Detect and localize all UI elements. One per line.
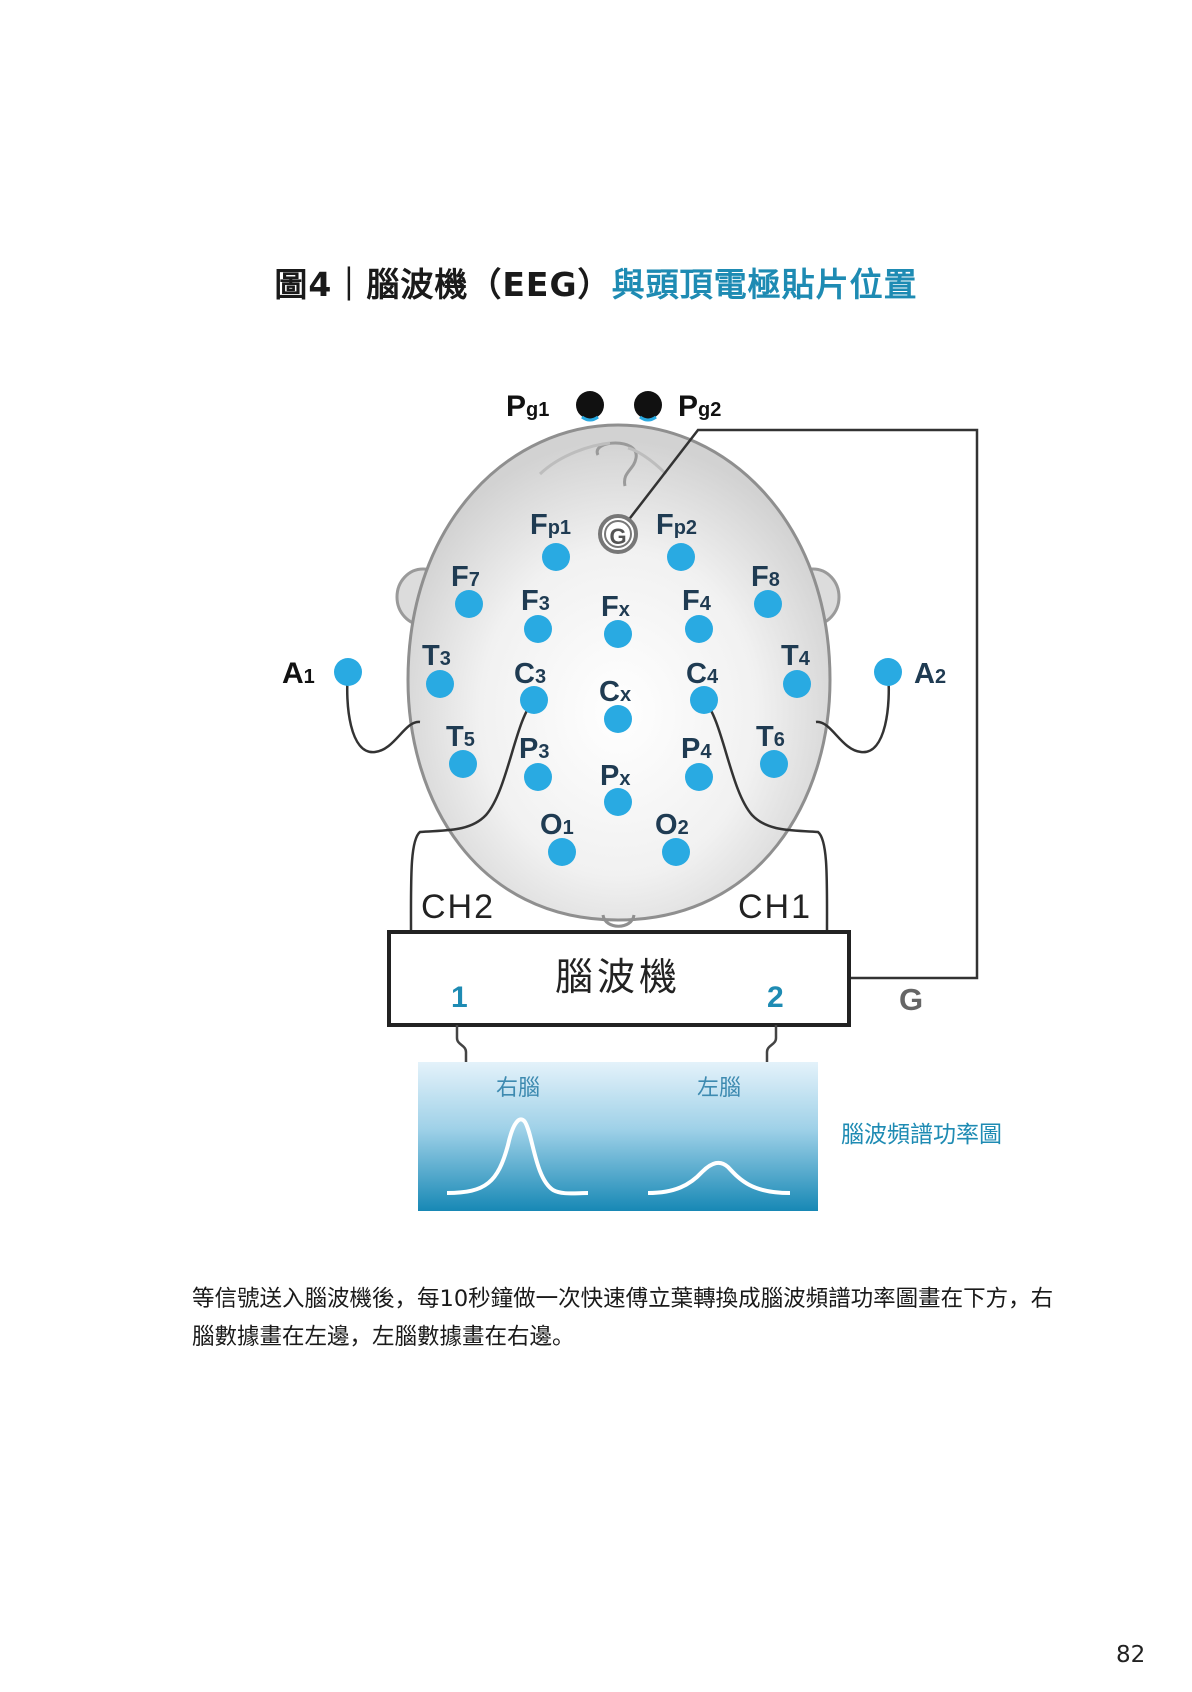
electrode-c4 (690, 686, 718, 714)
electrode-t3 (426, 670, 454, 698)
label-o1: O1 (540, 809, 574, 841)
ground-label: G (899, 982, 923, 1017)
label-ch2: CH2 (421, 888, 495, 926)
spectrum-curve-right-brain (446, 1117, 589, 1196)
electrode-c3 (520, 686, 548, 714)
electrode-pg1 (576, 391, 604, 419)
electrode-pg2 (634, 391, 662, 419)
spectrum-curve-left-brain (647, 1160, 791, 1195)
label-px: Px (600, 760, 630, 792)
a1-wire (345, 671, 421, 754)
spectrum-left-brain-label: 左腦 (697, 1075, 741, 1100)
label-t4: T4 (781, 640, 811, 672)
ground-wire (626, 428, 979, 980)
label-t3: T3 (422, 640, 451, 672)
electrode-p3 (524, 763, 552, 791)
label-pg1: Pg1 (506, 390, 549, 423)
label-a1: A1 (282, 657, 315, 690)
label-pg2: Pg2 (678, 390, 721, 423)
electrode-p4 (685, 763, 713, 791)
label-ch1: CH1 (738, 888, 812, 926)
figure-title: 圖4｜腦波機（EEG）與頭頂電極貼片位置 (0, 258, 1192, 306)
nose-indicator (595, 441, 638, 487)
electrode-t4 (783, 670, 811, 698)
figure-caption: 等信號送入腦波機後，每10秒鐘做一次快速傅立葉轉換成腦波頻譜功率圖畫在下方，右腦… (192, 1286, 1054, 1350)
electrode-fp1 (542, 543, 570, 571)
electrode-f4 (685, 615, 713, 643)
label-cx: Cx (599, 676, 631, 708)
label-f7: F7 (451, 561, 480, 593)
device-port-1: 1 (451, 981, 468, 1014)
spectrum-right-brain-label: 右腦 (496, 1075, 540, 1100)
label-fp1: Fp1 (530, 509, 571, 541)
figure-title-accent: 與頭頂電極貼片位置 (611, 265, 918, 304)
label-c4: C4 (686, 658, 719, 690)
eeg-device-label: 腦波機 (555, 957, 681, 999)
electrode-f8 (754, 590, 782, 618)
label-fp2: Fp2 (656, 509, 697, 541)
label-f3: F3 (521, 585, 550, 617)
head-outline (406, 423, 832, 922)
head-nub (601, 914, 636, 928)
device-port-2: 2 (767, 981, 784, 1014)
ch1-wire (703, 699, 829, 931)
label-fx: Fx (601, 591, 630, 623)
label-a2: A2 (914, 658, 946, 690)
electrode-cx (604, 705, 632, 733)
pg1-cap (581, 415, 599, 422)
label-t6: T6 (756, 721, 785, 753)
label-o2: O2 (655, 809, 689, 841)
label-f8: F8 (751, 561, 780, 593)
label-p3: P3 (519, 733, 549, 765)
eeg-device-box (387, 930, 851, 1027)
figure-title-prefix: 圖4｜腦波機（EEG） (274, 265, 612, 304)
electrode-o2 (662, 838, 690, 866)
brow-right (627, 446, 668, 476)
pg2-cap (639, 415, 657, 422)
connector-1 (455, 1025, 468, 1062)
electrode-fx (604, 620, 632, 648)
electrode-dots (334, 543, 902, 866)
page-number: 82 (1116, 1642, 1146, 1668)
connector-2 (765, 1025, 778, 1062)
electrode-ground-inner (604, 520, 632, 548)
ch2-wire (409, 699, 535, 931)
electrode-a2 (874, 658, 902, 686)
electrode-fp2 (667, 543, 695, 571)
electrode-t6 (760, 750, 788, 778)
spectrum-title: 腦波頻譜功率圖 (841, 1121, 1002, 1147)
electrode-a1 (334, 658, 362, 686)
electrode-o1 (548, 838, 576, 866)
a2-wire (815, 671, 891, 754)
electrode-t5 (449, 750, 477, 778)
label-c3: C3 (514, 658, 546, 690)
label-p4: P4 (681, 733, 712, 765)
label-f4: F4 (682, 585, 712, 617)
brow-left (538, 441, 611, 476)
label-t5: T5 (446, 721, 475, 753)
electrode-px (604, 788, 632, 816)
electrode-f7 (455, 590, 483, 618)
electrode-f3 (524, 615, 552, 643)
label-ground-electrode: G (609, 524, 626, 549)
